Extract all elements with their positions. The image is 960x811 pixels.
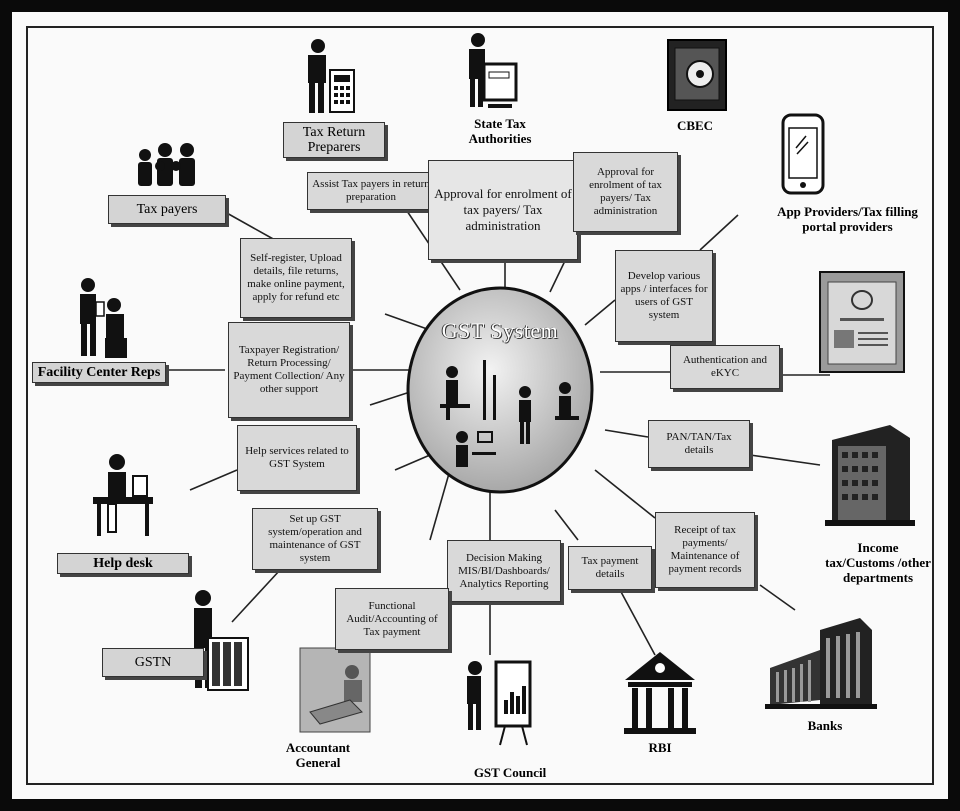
flow-tax-payment-details: Tax payment details — [568, 546, 652, 590]
building-icon — [825, 425, 915, 526]
label-rbi: RBI — [648, 740, 672, 755]
label-tax-payers: Tax payers — [108, 195, 226, 224]
file-cabinet-person-icon — [194, 590, 249, 691]
label-state-tax-authorities: State Tax Authorities — [468, 116, 532, 146]
flow-self-register: Self-register, Upload details, file retu… — [240, 238, 352, 318]
people-group-icon — [138, 143, 195, 186]
flow-pan-tan: PAN/TAN/Tax details — [648, 420, 750, 468]
monitor-person-icon — [469, 33, 518, 108]
label-facility-center-reps: Facility Center Reps — [32, 362, 166, 383]
label-help-desk: Help desk — [57, 553, 189, 574]
flow-functional-audit: Functional Audit/Accounting of Tax payme… — [335, 588, 449, 650]
label-income-tax: Income tax/Customs /other departments — [825, 540, 931, 585]
two-persons-icon — [80, 278, 127, 358]
presenter-chart-icon — [467, 660, 532, 746]
flow-develop-apps: Develop various apps / interfaces for us… — [615, 250, 713, 342]
label-app-providers: App Providers/Tax filling portal provide… — [777, 204, 918, 234]
gst-system-ellipse — [406, 286, 594, 494]
smartphone-icon — [781, 113, 825, 195]
aadhaar-card-icon — [819, 271, 905, 373]
gst-system-title: GST System — [441, 318, 559, 343]
label-gstn: GSTN — [102, 648, 204, 677]
flow-assist-tax-payers: Assist Tax payers in return preparation — [307, 172, 435, 210]
rbi-building-icon — [624, 652, 696, 734]
flow-help-services: Help services related to GST System — [237, 425, 357, 491]
flow-decision-making: Decision Making MIS/BI/Dashboards/ Analy… — [447, 540, 561, 602]
label-tax-return-preparers: Tax Return Preparers — [283, 122, 385, 158]
flow-receipt-of-tax: Receipt of tax payments/ Maintenance of … — [655, 512, 755, 588]
label-banks: Banks — [807, 718, 843, 733]
accountant-icon — [299, 647, 371, 733]
flow-taxpayer-registration: Taxpayer Registration/ Return Processing… — [228, 322, 350, 418]
flow-authentication: Authentication and eKYC — [670, 345, 780, 389]
flow-set-up-gst: Set up GST system/operation and maintena… — [252, 508, 378, 570]
label-accountant-general: Accountant General — [285, 740, 351, 770]
desk-person-icon — [93, 454, 153, 536]
calculator-person-icon — [308, 39, 355, 113]
label-cbec: CBEC — [676, 118, 714, 133]
flow-approval-cbec: Approval for enrolment of tax payers/ Ta… — [573, 152, 678, 232]
office-workers-icon — [440, 360, 579, 467]
safe-icon — [667, 39, 727, 111]
inner-border — [26, 26, 934, 785]
label-gst-council: GST Council — [473, 765, 547, 780]
banks-building-icon — [765, 618, 877, 709]
flow-approval-state: Approval for enrolment of tax payers/ Ta… — [428, 160, 578, 260]
